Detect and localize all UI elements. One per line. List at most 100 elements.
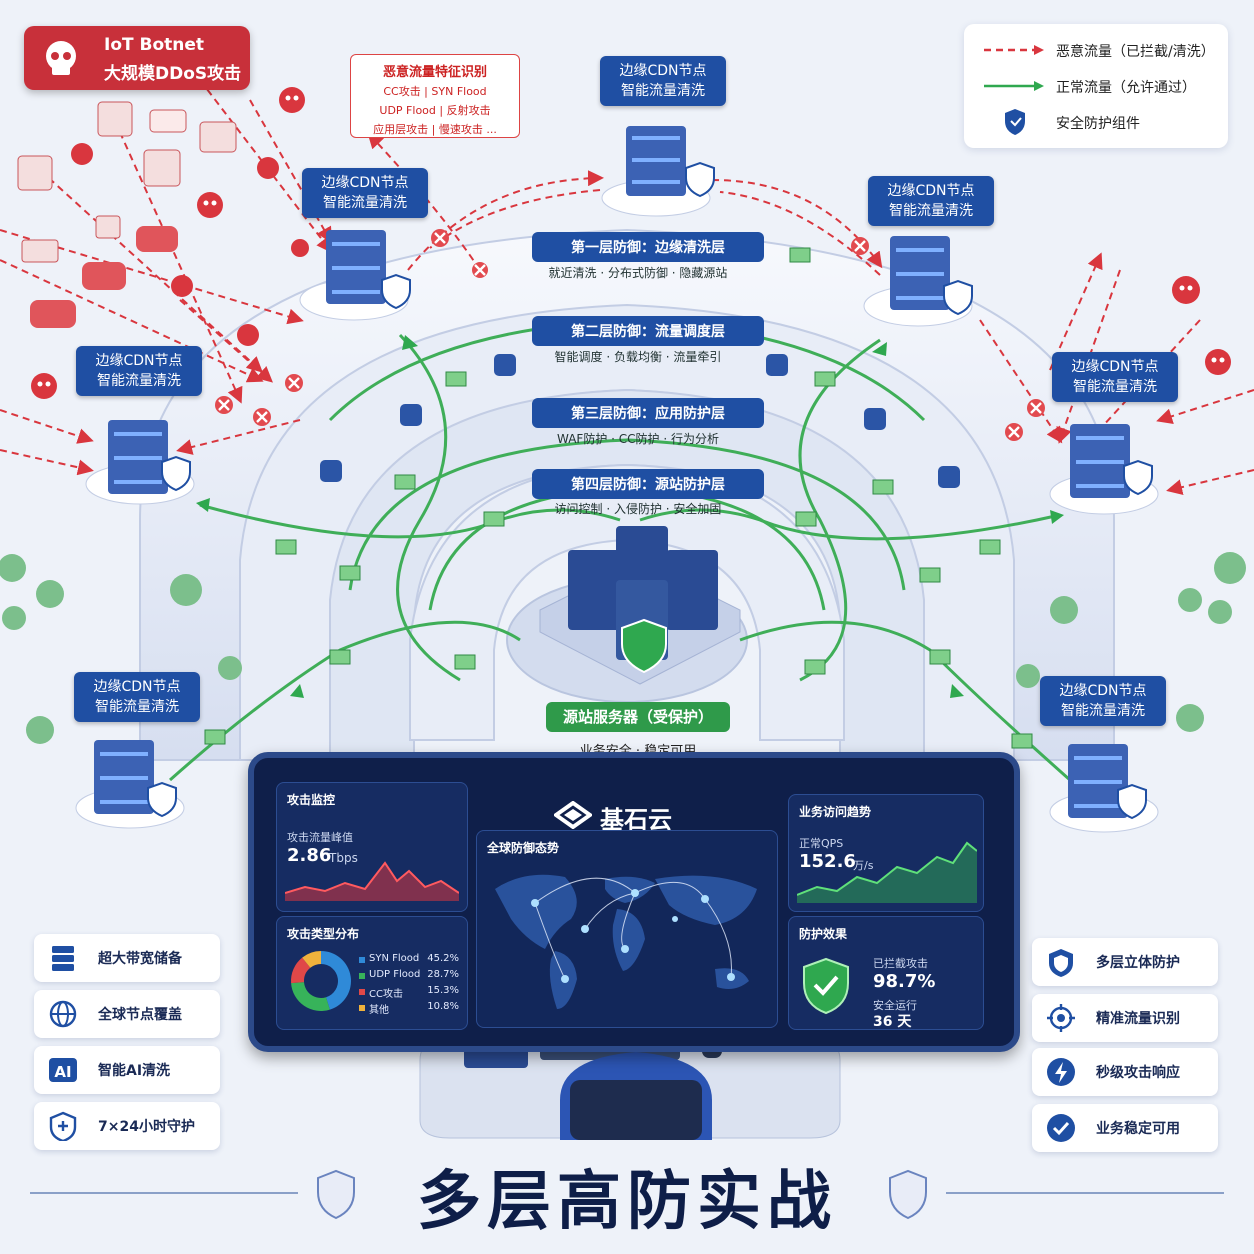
shield-icon [1005, 109, 1025, 135]
cdn-node-label: 边缘CDN节点 智能流量清洗 [600, 56, 726, 106]
global-defense-panel: 全球防御态势 [476, 830, 778, 1028]
cdn-node-label: 边缘CDN节点 智能流量清洗 [1052, 352, 1178, 402]
attack-type-percent: 28.7% [427, 969, 459, 980]
attack-type-percent: 10.8% [427, 1001, 459, 1012]
layer-2-title: 第二层防御：流量调度层 [532, 316, 764, 346]
check-shield-icon [803, 957, 849, 1015]
cdn-server-slots [100, 136, 1124, 808]
envelope-packets [204, 247, 1033, 749]
attack-monitor-title: 攻击监控 [287, 793, 336, 807]
cdn-node-subtitle: 智能流量清洗 [889, 203, 973, 219]
feature-card: 超大带宽储备 [34, 934, 220, 982]
cdn-node-title: 边缘CDN节点 [1059, 683, 1147, 699]
feature-recognition-line: 应用层攻击 | 慢速攻击 ... [373, 123, 497, 136]
attack-type-name: CC攻击 [369, 989, 403, 1000]
shield-plus-icon [49, 1111, 77, 1141]
virus-icons [31, 87, 1231, 399]
attack-type-swatch [359, 957, 365, 963]
skull-icon [46, 41, 76, 75]
layer-4-subtitle: 访问控制 · 入侵防护 · 安全加固 [554, 502, 722, 516]
target-icon [1047, 1004, 1075, 1032]
title-divider-left [30, 1192, 298, 1194]
lightning-icon [1047, 1058, 1075, 1086]
traffic-trend-panel: 业务访问趋势 正常QPS 152.6 万/s [788, 794, 984, 912]
monitoring-dashboard: 基石云 攻击监控 攻击流量峰值 2.86 Tbps 攻击类型分布 SYN Flo… [248, 752, 1020, 1052]
cdn-node-title: 边缘CDN节点 [95, 353, 183, 369]
trees [0, 552, 1246, 744]
feature-label: 多层立体防护 [1096, 955, 1180, 971]
protection-effect-title: 防护效果 [799, 927, 848, 941]
origin-server-title: 源站服务器（受保护） [546, 702, 730, 732]
cdn-node-label: 边缘CDN节点 智能流量清洗 [302, 168, 428, 218]
blocked-label: 已拦截攻击 [873, 957, 928, 970]
cdn-shields [147, 161, 1153, 820]
attack-type-swatch [359, 973, 365, 979]
attack-traffic-sparkline [285, 861, 459, 901]
virus-eyes [37, 95, 1225, 387]
cdn-node-subtitle: 智能流量清洗 [1061, 703, 1145, 719]
brand-name: 基石云 [600, 806, 672, 834]
qps-label: 正常QPS [799, 837, 844, 850]
feature-label: 7×24小时守护 [98, 1119, 195, 1135]
attack-type-swatch [359, 989, 365, 995]
feature-label: 全球节点覆盖 [98, 1007, 182, 1023]
green-arrow-icon [984, 81, 1044, 91]
cdn-node-title: 边缘CDN节点 [1071, 359, 1159, 375]
world-map [495, 874, 757, 1009]
brand-logo: 基石云 [554, 798, 704, 834]
layer-3-subtitle: WAF防护 · CC防护 · 行为分析 [557, 432, 719, 446]
title-shield-icons [317, 1169, 927, 1220]
feature-label: 智能AI清洗 [98, 1063, 171, 1079]
defense-rings [139, 228, 1115, 761]
cdn-node-subtitle: 智能流量清洗 [1073, 379, 1157, 395]
legend-normal-label: 正常流量（允许通过） [1056, 80, 1196, 96]
globe-icon [49, 1000, 77, 1028]
feature-card: 业务稳定可用 [1032, 1104, 1218, 1152]
attack-type-row: 其他 10.8% [359, 1001, 459, 1017]
protection-effect-panel: 防护效果 已拦截攻击 98.7% 安全运行 36 天 [788, 916, 984, 1030]
feature-label: 精准流量识别 [1096, 1011, 1180, 1027]
iot-devices [17, 101, 237, 328]
attack-types-title: 攻击类型分布 [287, 927, 360, 941]
donut-slice [302, 951, 321, 968]
cdn-node-subtitle: 智能流量清洗 [323, 195, 407, 211]
qps-unit: 万/s [853, 859, 874, 872]
attack-monitor-panel: 攻击监控 攻击流量峰值 2.86 Tbps [276, 782, 468, 912]
feature-card: 全球节点覆盖 [34, 990, 220, 1038]
cdn-node-label: 边缘CDN节点 智能流量清洗 [868, 176, 994, 226]
layer-4-title: 第四层防御：源站防护层 [532, 469, 764, 499]
shield-icon [1049, 949, 1073, 977]
cdn-node-title: 边缘CDN节点 [887, 183, 975, 199]
attack-type-name: 其他 [369, 1005, 389, 1016]
layer-2-subtitle: 智能调度 · 负载均衡 · 流量牵引 [554, 350, 722, 364]
main-title: 多层高防实战 [417, 1165, 837, 1239]
cdn-node-title: 边缘CDN节点 [93, 679, 181, 695]
component-badges [320, 354, 960, 488]
uptime-label: 安全运行 [873, 999, 917, 1012]
layer-1-subtitle: 就近清洗 · 分布式防御 · 隐藏源站 [548, 266, 728, 280]
legend: 恶意流量（已拦截/清洗） 正常流量（允许通过） 安全防护组件 [964, 24, 1228, 148]
qps-trend-sparkline [797, 841, 977, 903]
attack-peak-value: 2.86 [287, 845, 332, 866]
attack-type-swatch [359, 1005, 365, 1011]
attack-types-donut [291, 951, 351, 1011]
feature-card: 精准流量识别 [1032, 994, 1218, 1042]
attack-title: IoT Botnet [104, 35, 205, 55]
server-icon [52, 946, 74, 971]
cdn-node-label: 边缘CDN节点 智能流量清洗 [1040, 676, 1166, 726]
blocked-x-glyphs [218, 232, 1042, 438]
attack-type-name: UDP Flood [369, 969, 421, 980]
donut-slice [291, 982, 330, 1011]
feature-recognition-line: CC攻击 | SYN Flood [383, 85, 487, 98]
attack-peak-label: 攻击流量峰值 [287, 831, 353, 844]
qps-value: 152.6 [799, 851, 856, 872]
legend-component-label: 安全防护组件 [1056, 116, 1140, 132]
blocked-value: 98.7% [873, 971, 936, 992]
layer-1-title: 第一层防御：边缘清洗层 [532, 232, 764, 262]
feature-card: 秒级攻击响应 [1032, 1048, 1218, 1096]
